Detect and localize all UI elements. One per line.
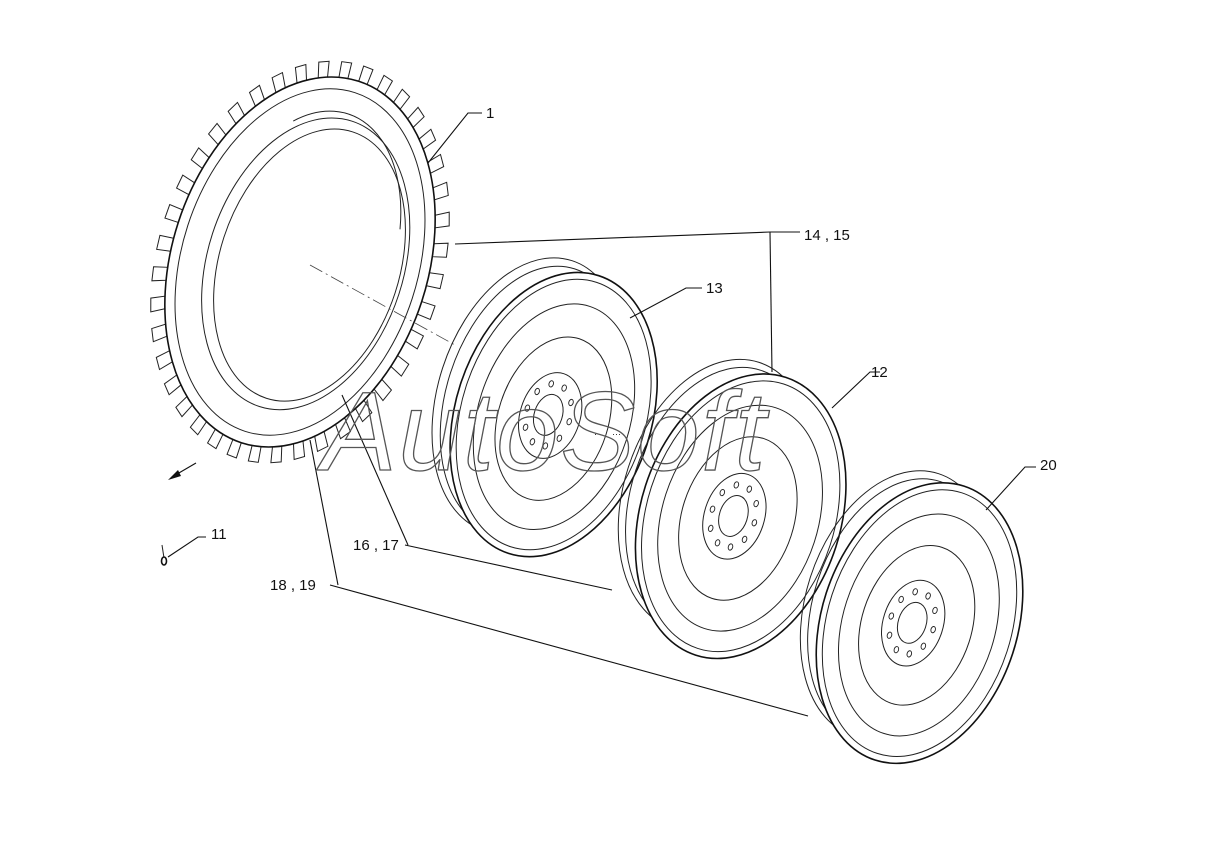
tire-part-1	[150, 60, 450, 464]
bolt-hole	[733, 481, 740, 489]
rim-12-bolt-holes	[707, 481, 759, 551]
bolt-hole	[906, 650, 913, 658]
direction-arrow-icon	[168, 462, 197, 480]
bolt-hole	[534, 387, 540, 396]
rim-20-disc-outer	[837, 513, 1000, 737]
bolt-hole	[707, 524, 714, 532]
callout-14-15: 14 , 15	[804, 227, 850, 244]
bolt-hole	[893, 646, 900, 654]
callout-20: 20	[1040, 457, 1057, 474]
bolt-hole	[714, 539, 721, 547]
leader-part-11	[167, 536, 206, 558]
bolt-hole	[888, 612, 895, 620]
bolt-hole	[719, 489, 726, 497]
bolt-part-11	[160, 544, 168, 566]
leader-lines	[167, 112, 1036, 717]
rim-13-flange-lip	[455, 278, 652, 551]
rim-20-disc-ring	[858, 545, 976, 706]
bolt-hole	[932, 606, 938, 615]
rim-20-bolt-holes	[886, 588, 938, 658]
bolt-hole	[522, 423, 529, 431]
tire-inner-rim-shadow	[293, 110, 402, 230]
rim-12-disc-ring	[678, 436, 798, 601]
rim-13-front-flange	[449, 271, 658, 558]
bolt-shank	[161, 544, 165, 559]
rim-part-13	[431, 257, 658, 558]
tire-bead-inner	[213, 128, 406, 402]
rim-12-front-flange	[634, 373, 847, 660]
callout-12: 12	[871, 364, 888, 381]
leader-part-20	[985, 466, 1036, 511]
bolt-hole	[930, 626, 936, 634]
watermark-logo: AutoSoft	[316, 369, 770, 494]
rim-13-disc-outer	[472, 303, 636, 531]
leader-part-1	[427, 112, 482, 164]
callout-11: 11	[211, 526, 227, 543]
rim-13-disc-ring	[494, 336, 613, 501]
tire-bead-outer	[201, 117, 411, 411]
bolt-hole	[741, 535, 748, 543]
leader-part-12	[831, 371, 880, 409]
bolt-head	[160, 556, 168, 566]
rim-12-hub-plate	[702, 472, 767, 560]
bolt-hole	[727, 543, 734, 551]
bolt-hole	[746, 485, 753, 493]
rim-20-flange-lip	[821, 489, 1018, 757]
bolt-hole	[912, 588, 918, 596]
rim-13-valve-mark: ·	[594, 429, 597, 439]
leader-16-17-upper	[341, 394, 409, 546]
bolt-hole	[566, 418, 572, 426]
rim-13-bolt-holes	[522, 380, 574, 450]
bolt-hole	[886, 631, 893, 639]
bolt-hole	[925, 592, 931, 600]
leader-16-17-lower	[404, 544, 613, 591]
bolt-hole	[568, 398, 574, 407]
rim-20-hub-plate	[881, 579, 946, 667]
bolt-hole	[898, 595, 904, 604]
bolt-hole	[753, 500, 759, 508]
leader-18-19-upper	[309, 439, 339, 586]
rim-12-disc-outer	[657, 404, 823, 632]
rim-13-valve-mark-2: ···	[612, 429, 621, 439]
leader-14-15-drop	[769, 231, 773, 373]
bolt-hole	[920, 642, 927, 650]
callout-16-17: 16 , 17	[353, 537, 399, 554]
axis-centerline	[309, 264, 456, 346]
rim-12-flange-lip	[641, 380, 841, 653]
tire-outer-edge	[164, 76, 436, 448]
bolt-hole	[542, 442, 549, 450]
callout-13: 13	[706, 280, 723, 297]
callout-1: 1	[486, 105, 494, 122]
bolt-hole	[548, 380, 554, 388]
rim-13-hub-plate	[518, 372, 583, 459]
rim-part-12	[617, 358, 847, 660]
rim-13-center-bore	[532, 393, 564, 436]
leader-part-13	[629, 287, 702, 319]
bolt-hole	[561, 384, 567, 392]
rim-20-center-bore	[896, 601, 928, 644]
bolt-hole	[529, 438, 536, 446]
bolt-hole	[524, 404, 531, 412]
rim-12-center-bore	[718, 495, 749, 537]
rim-20-front-flange	[815, 482, 1024, 765]
leader-14-15-top	[454, 231, 800, 245]
bolt-hole	[709, 505, 716, 513]
rim-part-20	[799, 470, 1024, 765]
leader-18-19-lower	[329, 584, 809, 717]
bolt-hole	[556, 434, 563, 442]
tire-sidewall-line	[174, 88, 426, 436]
tire-tread-lugs	[150, 60, 450, 464]
bolt-hole	[751, 519, 758, 527]
callout-18-19: 18 , 19	[270, 577, 316, 594]
